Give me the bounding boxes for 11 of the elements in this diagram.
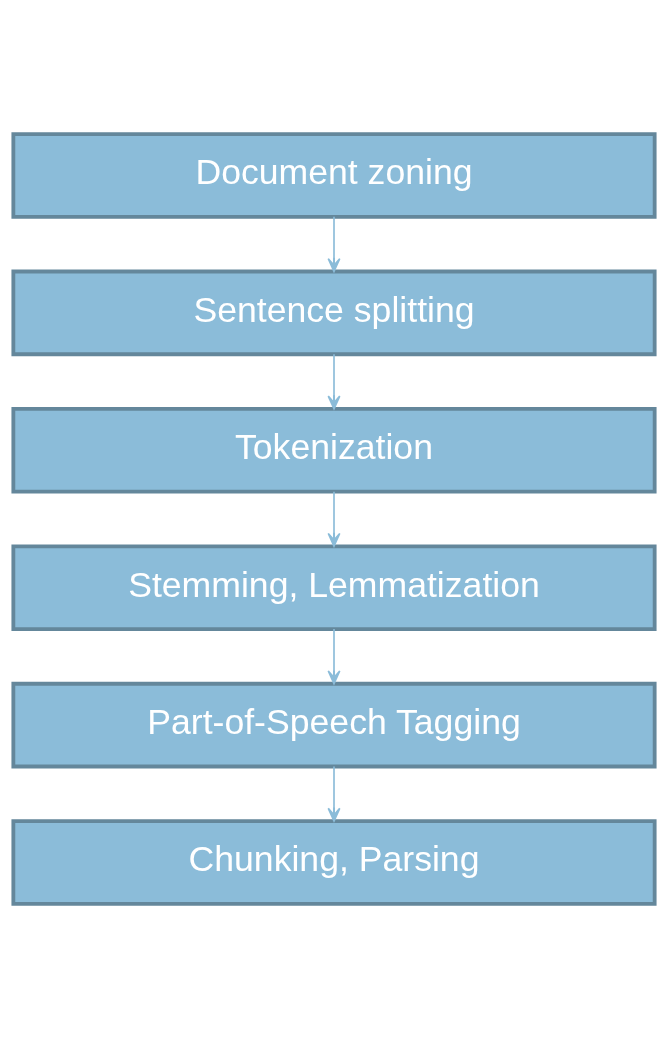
arrow [327, 765, 341, 822]
node-box: Chunking, Parsing [11, 819, 657, 906]
node-box: Stemming, Lemmatization [11, 544, 657, 631]
node-box: Part-of-Speech Tagging [11, 681, 657, 769]
arrow [327, 353, 341, 410]
node-box: Document zoning [11, 132, 657, 219]
arrow [327, 628, 341, 685]
arrow [327, 490, 341, 548]
node-box: Tokenization [11, 407, 657, 494]
node-box: Sentence splitting [11, 269, 657, 357]
arrow [327, 216, 341, 273]
